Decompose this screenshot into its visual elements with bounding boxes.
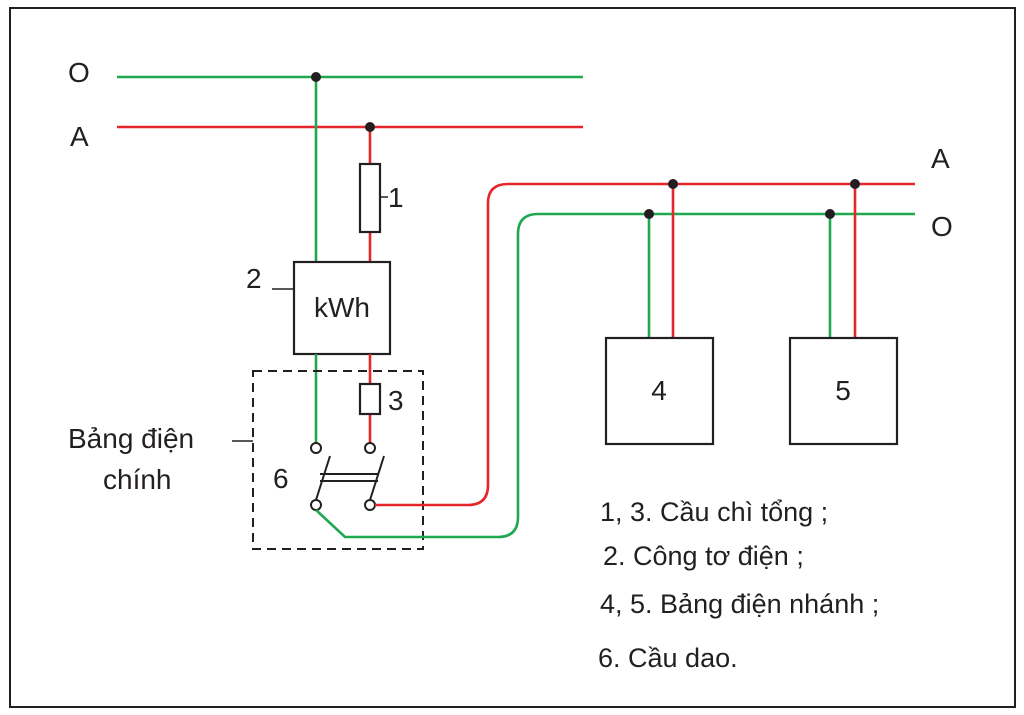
right-neutral-label: O <box>931 211 953 242</box>
switch-terminal-top-right <box>364 442 376 454</box>
board-5-neutral-junction <box>825 209 835 219</box>
legend-item-1: 1, 3. Cầu chì tổng ; <box>600 497 828 527</box>
meter-text: kWh <box>314 292 370 323</box>
switch-blade-left <box>315 455 331 501</box>
fuse-1-label: 1 <box>388 182 404 213</box>
right-phase-label: A <box>931 143 950 174</box>
legend-item-4: 6. Cầu dao. <box>598 643 738 673</box>
phase-out-wire <box>375 182 915 507</box>
legend-item-3: 4, 5. Bảng điện nhánh ; <box>600 589 879 619</box>
main-board-label-line1: Bảng điện <box>68 423 194 454</box>
branch-board-4 <box>604 336 715 446</box>
switch-terminal-bottom-right <box>364 499 376 511</box>
main-fuse-1 <box>358 162 382 234</box>
main-fuse-3 <box>358 382 382 416</box>
board-4-neutral-junction <box>644 209 654 219</box>
branch-board-5-label: 5 <box>835 375 851 406</box>
diagram-frame <box>9 7 1016 708</box>
legend-item-2: 2. Công tơ điện ; <box>603 541 804 571</box>
phase-junction <box>365 122 375 132</box>
main-board-outline <box>252 370 424 550</box>
fuse-3-label: 3 <box>388 385 404 416</box>
board-5-phase-junction <box>850 179 860 189</box>
switch-terminal-bottom-left <box>310 499 322 511</box>
board-4-phase-junction <box>668 179 678 189</box>
electric-meter <box>292 260 392 356</box>
top-phase-label: A <box>70 121 89 152</box>
neutral-junction <box>311 72 321 82</box>
switch-label: 6 <box>273 463 289 494</box>
meter-number: 2 <box>246 263 262 294</box>
main-board-label-line2: chính <box>103 464 172 495</box>
switch-blade-right <box>369 455 385 501</box>
branch-board-4-label: 4 <box>651 375 667 406</box>
top-neutral-label: O <box>68 57 90 88</box>
branch-board-5 <box>788 336 899 446</box>
neutral-out-wire <box>315 212 915 539</box>
switch-terminal-top-left <box>310 442 322 454</box>
